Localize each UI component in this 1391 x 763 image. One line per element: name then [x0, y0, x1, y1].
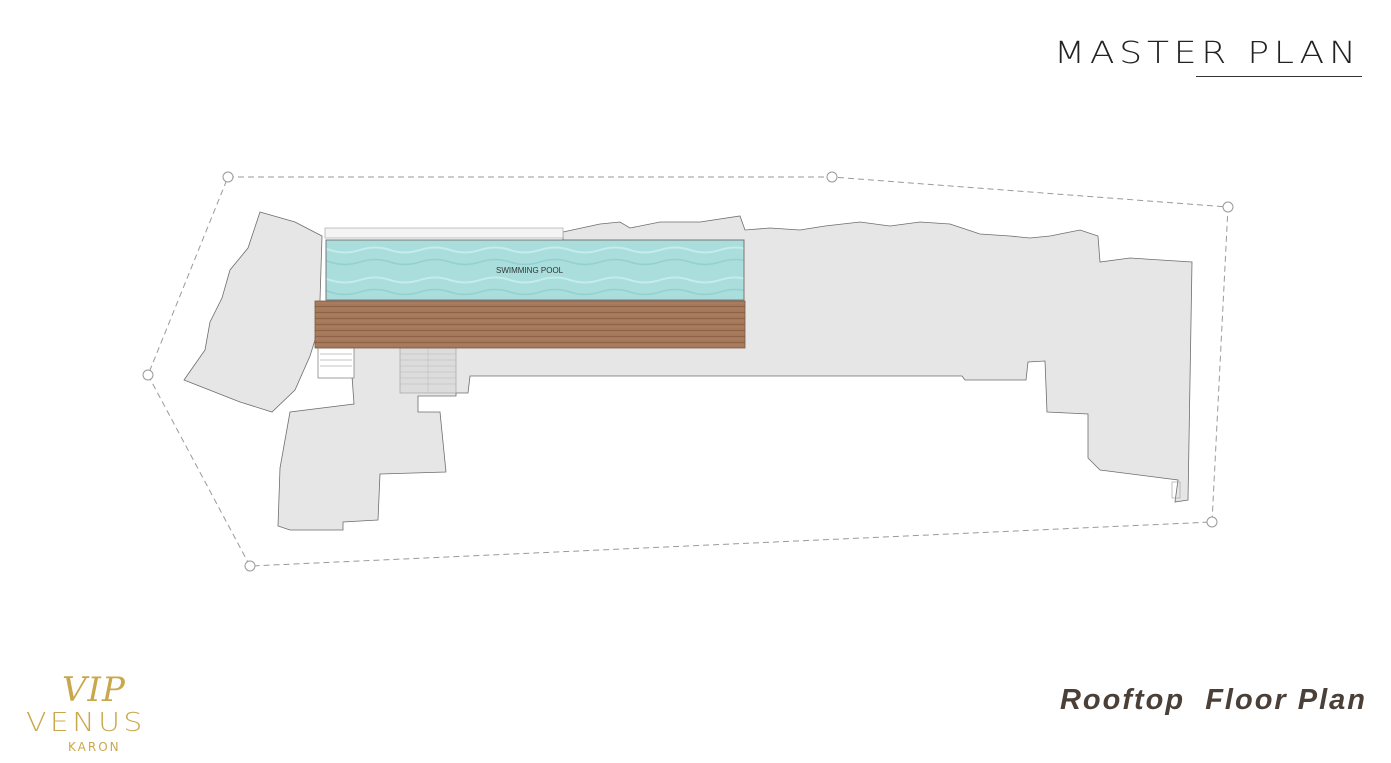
logo-venus-text: VENUS — [26, 708, 146, 738]
title-underline — [1196, 76, 1362, 77]
pool-coping — [324, 227, 564, 239]
timber-deck — [314, 300, 746, 349]
boundary-marker — [826, 171, 838, 183]
swimming-pool — [325, 239, 745, 301]
floor-plan-title: Rooftop Floor Plan — [1059, 684, 1367, 716]
pool-label: SWIMMING POOL — [496, 266, 564, 275]
boundary-marker — [142, 369, 154, 381]
logo-karon-text: KARON — [68, 740, 121, 754]
boundary-marker — [244, 560, 256, 572]
page-title: MASTER PLAN — [1054, 36, 1361, 71]
west-wing — [183, 211, 323, 413]
grating-lines — [400, 348, 456, 393]
boundary-marker — [1222, 201, 1234, 213]
brand-logo: VIP VENUS KARON — [26, 670, 166, 760]
boundary-marker — [1206, 516, 1218, 528]
boundary-marker — [222, 171, 234, 183]
logo-vip-text: VIP — [62, 670, 126, 710]
corner-detail — [1171, 481, 1181, 499]
